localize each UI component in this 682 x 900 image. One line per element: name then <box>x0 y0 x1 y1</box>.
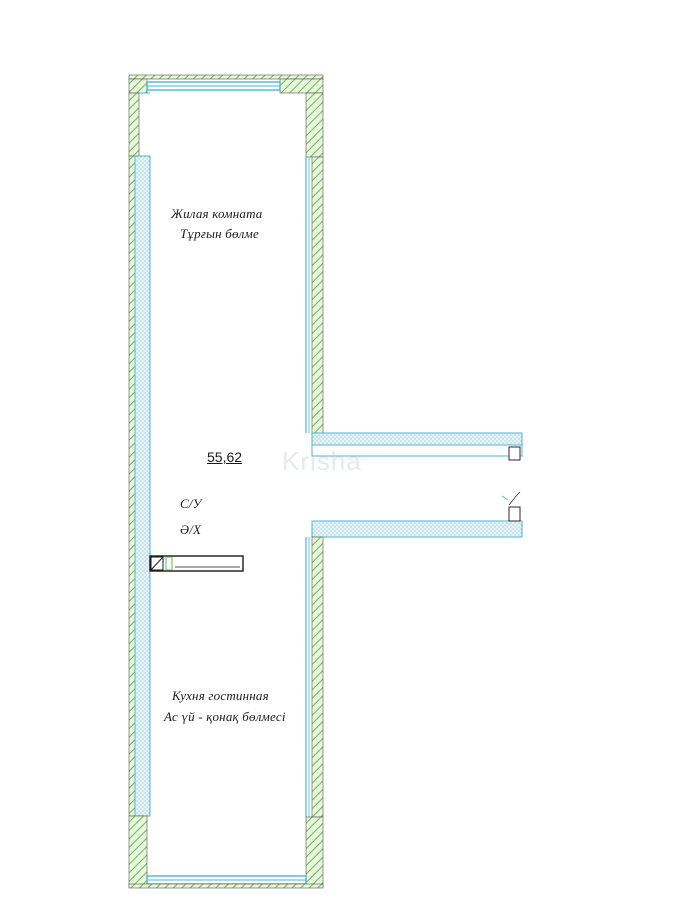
area-value: 55,62 <box>207 449 243 465</box>
right-wall-upper <box>305 92 324 434</box>
kitchen-label-ru: Кухня гостинная <box>172 688 269 703</box>
corridor-walls <box>311 432 523 538</box>
kitchen-label-kz: Ас үй - қонақ бөлмесі <box>164 709 286 724</box>
right-wall-lower <box>305 536 324 888</box>
watermark: Krisha <box>282 446 362 476</box>
left-partition <box>134 155 151 817</box>
living-room-label-kz: Тұрғын бөлме <box>180 226 259 241</box>
top-wall <box>128 74 324 94</box>
bathroom-label-ru: С/У <box>180 496 202 511</box>
living-room-label-ru: Жилая комната <box>171 206 263 221</box>
left-wall <box>128 92 151 887</box>
bathroom-label-kz: Ә/Х <box>180 522 202 537</box>
kitchen-counter <box>149 555 244 572</box>
bottom-wall <box>128 875 324 889</box>
